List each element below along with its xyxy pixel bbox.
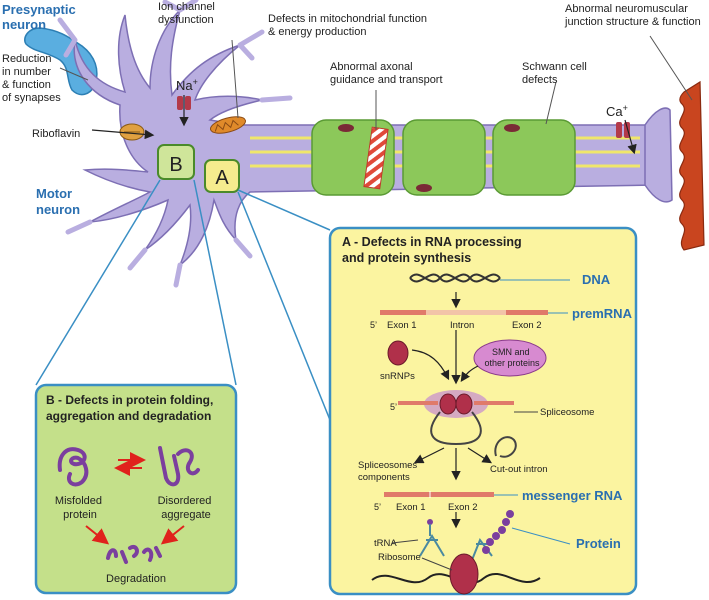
mrna-exon1-label: Exon 1: [396, 502, 426, 513]
presynaptic-label: Presynaptic neuron: [2, 2, 79, 32]
ion-channel-label: Ion channel dysfunction: [158, 1, 218, 26]
presynaptic-neuron: [24, 27, 98, 96]
schwann-nuclei: [338, 124, 520, 192]
mrna-exon2-label: Exon 2: [448, 502, 478, 513]
ribosome-label: Ribosome: [378, 552, 421, 563]
panel-b: B - Defects in protein folding, aggregat…: [34, 383, 238, 595]
spliceosome-icon: [439, 393, 473, 415]
degradation-fragments-icon: [106, 545, 162, 564]
premrna-label: premRNA: [572, 306, 633, 321]
schwann-label: Schwann cell defects: [522, 61, 590, 86]
disordered-label: Disordered aggregate: [158, 495, 215, 521]
nmj-label: Abnormal neuromuscular junction structur…: [564, 3, 701, 28]
reduction-label: Reduction in number & function of synaps…: [2, 53, 61, 104]
panel-b-title: B - Defects in protein folding, aggregat…: [46, 393, 217, 423]
misfolded-protein-icon: [57, 447, 89, 487]
spliceosome-label: Spliceosome: [540, 407, 594, 418]
axon-terminal: [644, 107, 673, 203]
disordered-aggregate-icon: [158, 446, 200, 487]
axonal-block: [363, 126, 389, 190]
smn-complex-icon: [473, 339, 547, 377]
motor-neuron-label: Motor neuron: [36, 186, 80, 217]
snrnp-icon: [387, 340, 409, 366]
smn-label: SMN and other proteins: [484, 347, 540, 368]
dna-helix-icon: [409, 273, 501, 283]
protein-label: Protein: [576, 536, 621, 551]
trna-icon: [419, 519, 445, 557]
na-label: Na+: [176, 77, 198, 93]
cutout-label: Cut-out intron: [490, 464, 548, 475]
badge-b[interactable]: B: [157, 144, 195, 180]
schwann-cells: [311, 119, 576, 196]
components-label: Spliceosomes components: [358, 460, 420, 483]
riboflavin-label: Riboflavin: [32, 128, 80, 140]
premrna-strand: [380, 310, 548, 315]
misfolded-label: Misfolded protein: [55, 495, 105, 521]
dna-label: DNA: [582, 272, 611, 287]
splice-5prime-label: 5’: [390, 402, 397, 412]
snrnps-label: snRNPs: [380, 371, 415, 382]
mitochondrion-icon: [210, 116, 246, 134]
na-channel-icon: [177, 96, 191, 110]
ca-label: Ca+: [606, 103, 628, 119]
trna-label: tRNA: [374, 538, 397, 549]
mito-label: Defects in mitochondrial function & ener…: [268, 13, 430, 38]
pre-exon2-label: Exon 2: [512, 320, 542, 331]
degradation-label: Degradation: [106, 573, 166, 585]
badge-b-letter: B: [169, 154, 182, 176]
cut-intron-icon: [494, 436, 517, 458]
muscle-fiber: [679, 80, 705, 251]
panel-connectors: [35, 179, 331, 421]
badge-a[interactable]: A: [204, 159, 240, 193]
panel-a: A - Defects in RNA processing and protei…: [328, 226, 638, 596]
mrna-label: messenger RNA: [522, 488, 623, 503]
leader-lines: [59, 35, 693, 130]
pre-intron-label: Intron: [450, 320, 474, 331]
pre-5prime-label: 5’: [370, 320, 377, 330]
protein-chain-icon: [482, 510, 514, 554]
mrna-5prime-label: 5’: [374, 502, 381, 512]
panel-a-title: A - Defects in RNA processing and protei…: [342, 235, 525, 265]
ribosome-icon: [449, 553, 479, 595]
pre-exon1-label: Exon 1: [387, 320, 417, 331]
mrna-strand: [384, 491, 494, 498]
axonal-label: Abnormal axonal guidance and transport: [330, 61, 443, 86]
badge-a-letter: A: [215, 167, 229, 189]
riboflavin-transporter-icon: [119, 123, 145, 141]
